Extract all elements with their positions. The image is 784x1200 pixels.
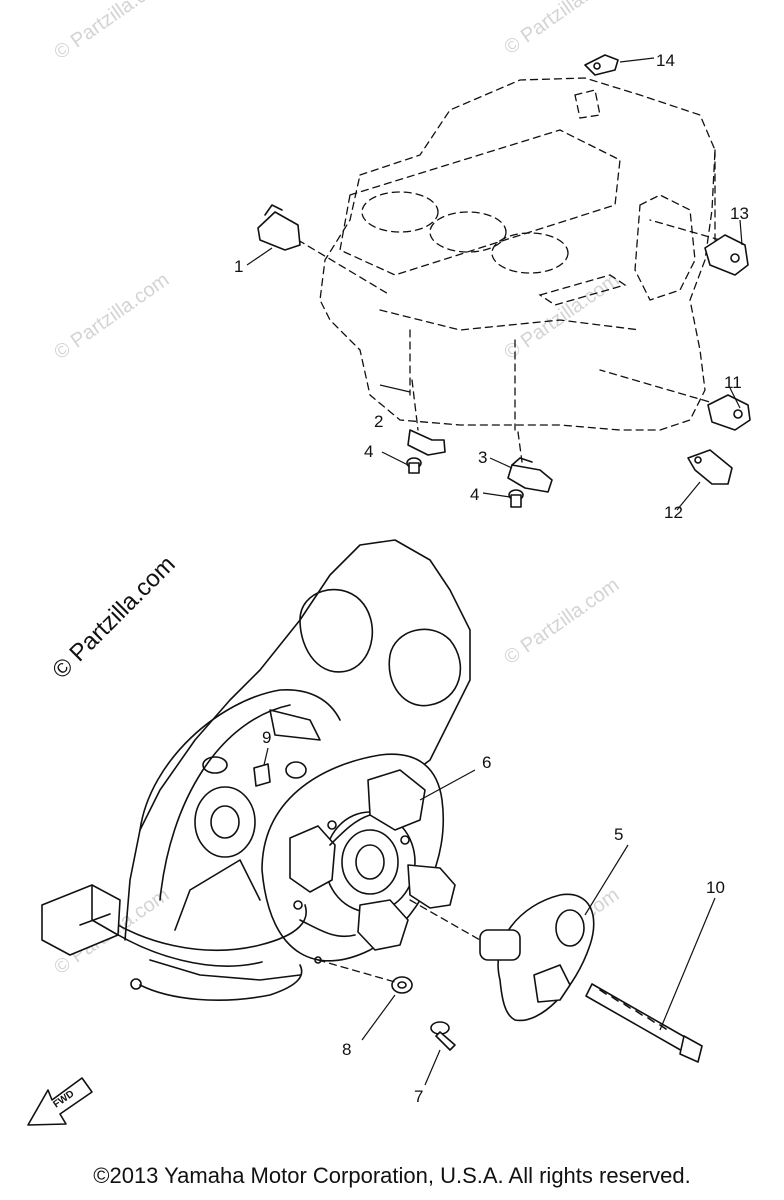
watermark: © Partzilla.com (50, 0, 173, 64)
guide-line (411, 379, 419, 431)
callout-4a: 4 (364, 442, 373, 461)
callout-13: 13 (730, 204, 749, 223)
clamp-14 (584, 54, 619, 76)
clamp-1 (257, 204, 301, 251)
dowel-pin-9 (253, 763, 271, 787)
callout-6: 6 (482, 753, 491, 772)
callout-8: 8 (342, 1040, 351, 1059)
copyright-notice: ©2013 Yamaha Motor Corporation, U.S.A. A… (93, 1163, 691, 1188)
callout-4b: 4 (470, 485, 479, 504)
screw-4b (508, 489, 524, 508)
callout-12: 12 (664, 503, 683, 522)
guide-line (297, 239, 391, 296)
screw-4a (406, 457, 422, 474)
guide-line (517, 431, 523, 463)
callout-9: 9 (262, 728, 271, 747)
watermark: © Partzilla.com (50, 269, 173, 364)
callout-7: 7 (414, 1087, 423, 1106)
callout-leaders (246, 57, 743, 1086)
callout-1: 1 (234, 257, 243, 276)
guide-line (599, 369, 721, 406)
watermark-main: © Partzilla.com (47, 551, 180, 684)
guide-line (317, 959, 396, 983)
bolt-7 (430, 1021, 456, 1051)
callout-10: 10 (706, 878, 725, 897)
bolt-10 (585, 983, 703, 1063)
clamp-13 (704, 234, 749, 276)
callout-2: 2 (374, 412, 383, 431)
callout-labels: 1 2 3 4 4 5 6 7 8 9 10 11 12 13 14 (234, 51, 749, 1106)
callout-3: 3 (478, 448, 487, 467)
clamp-12 (687, 449, 733, 485)
callout-11: 11 (724, 373, 742, 392)
clamp-2 (407, 429, 446, 456)
pickup-coil-plate-6 (261, 753, 456, 964)
governor-assembly-5 (409, 893, 595, 1022)
crankcase-upper (319, 77, 716, 431)
watermark: © Partzilla.com (500, 574, 623, 669)
callout-5: 5 (614, 825, 623, 844)
clamp-3 (507, 457, 553, 493)
wire-harness (41, 884, 307, 1001)
watermark: © Partzilla.com (500, 269, 623, 364)
watermark: © Partzilla.com (500, 0, 623, 59)
clamp-11 (707, 394, 751, 431)
forward-arrow-icon: FWD (27, 1077, 93, 1126)
crankcase-lower (124, 539, 471, 981)
nut-8 (391, 976, 413, 994)
guide-line (649, 219, 721, 241)
callout-14: 14 (656, 51, 675, 70)
